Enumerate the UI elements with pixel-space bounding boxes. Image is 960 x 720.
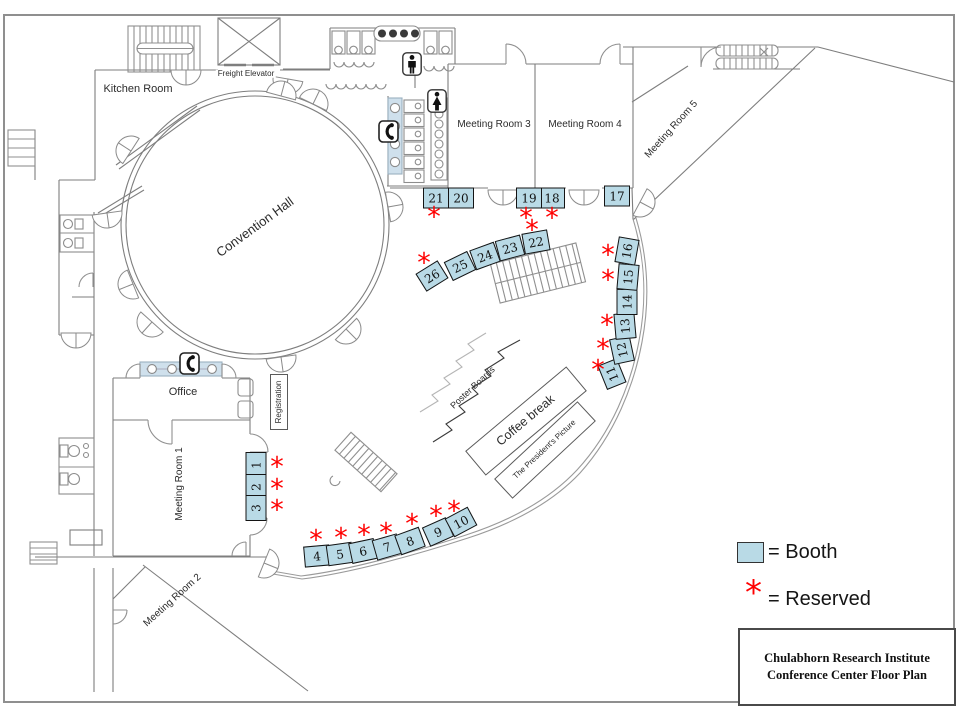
poster-boards-line-inner xyxy=(419,332,487,413)
legend: = Booth * = Reserved xyxy=(735,536,895,616)
convention-hall-ring xyxy=(120,90,390,360)
restrooms-north xyxy=(325,25,455,90)
freight-elevator-shaft xyxy=(217,17,281,67)
door-swings xyxy=(78,43,621,625)
stairs-northwest xyxy=(127,25,201,73)
restroom-west-lower xyxy=(58,437,95,495)
title-line-1: Chulabhorn Research Institute xyxy=(764,650,930,665)
stairs-promenade-lower xyxy=(334,431,398,493)
page-border xyxy=(3,14,955,703)
booth-legend-label: = Booth xyxy=(768,541,838,563)
promenade-wall xyxy=(271,217,648,580)
poster-boards-line-outer xyxy=(432,339,521,443)
stairs-southwest xyxy=(29,541,58,565)
registration-chairs xyxy=(237,378,254,419)
title-block: Chulabhorn Research Institute Conference… xyxy=(738,628,956,706)
stair-newel xyxy=(329,475,341,487)
reception-counter xyxy=(139,361,223,377)
stairs-west-edge xyxy=(7,129,36,167)
closet xyxy=(69,529,103,546)
stairs-promenade-upper xyxy=(489,242,587,304)
booth-legend-swatch xyxy=(737,542,764,563)
restroom-west-upper xyxy=(59,214,95,253)
reserved-legend-asterisk: * xyxy=(745,573,762,613)
title-line-2: Conference Center Floor Plan xyxy=(766,668,928,682)
reserved-legend-label: = Reserved xyxy=(768,588,871,610)
escalator-northeast xyxy=(700,44,779,70)
restroom-block-west xyxy=(387,97,448,184)
